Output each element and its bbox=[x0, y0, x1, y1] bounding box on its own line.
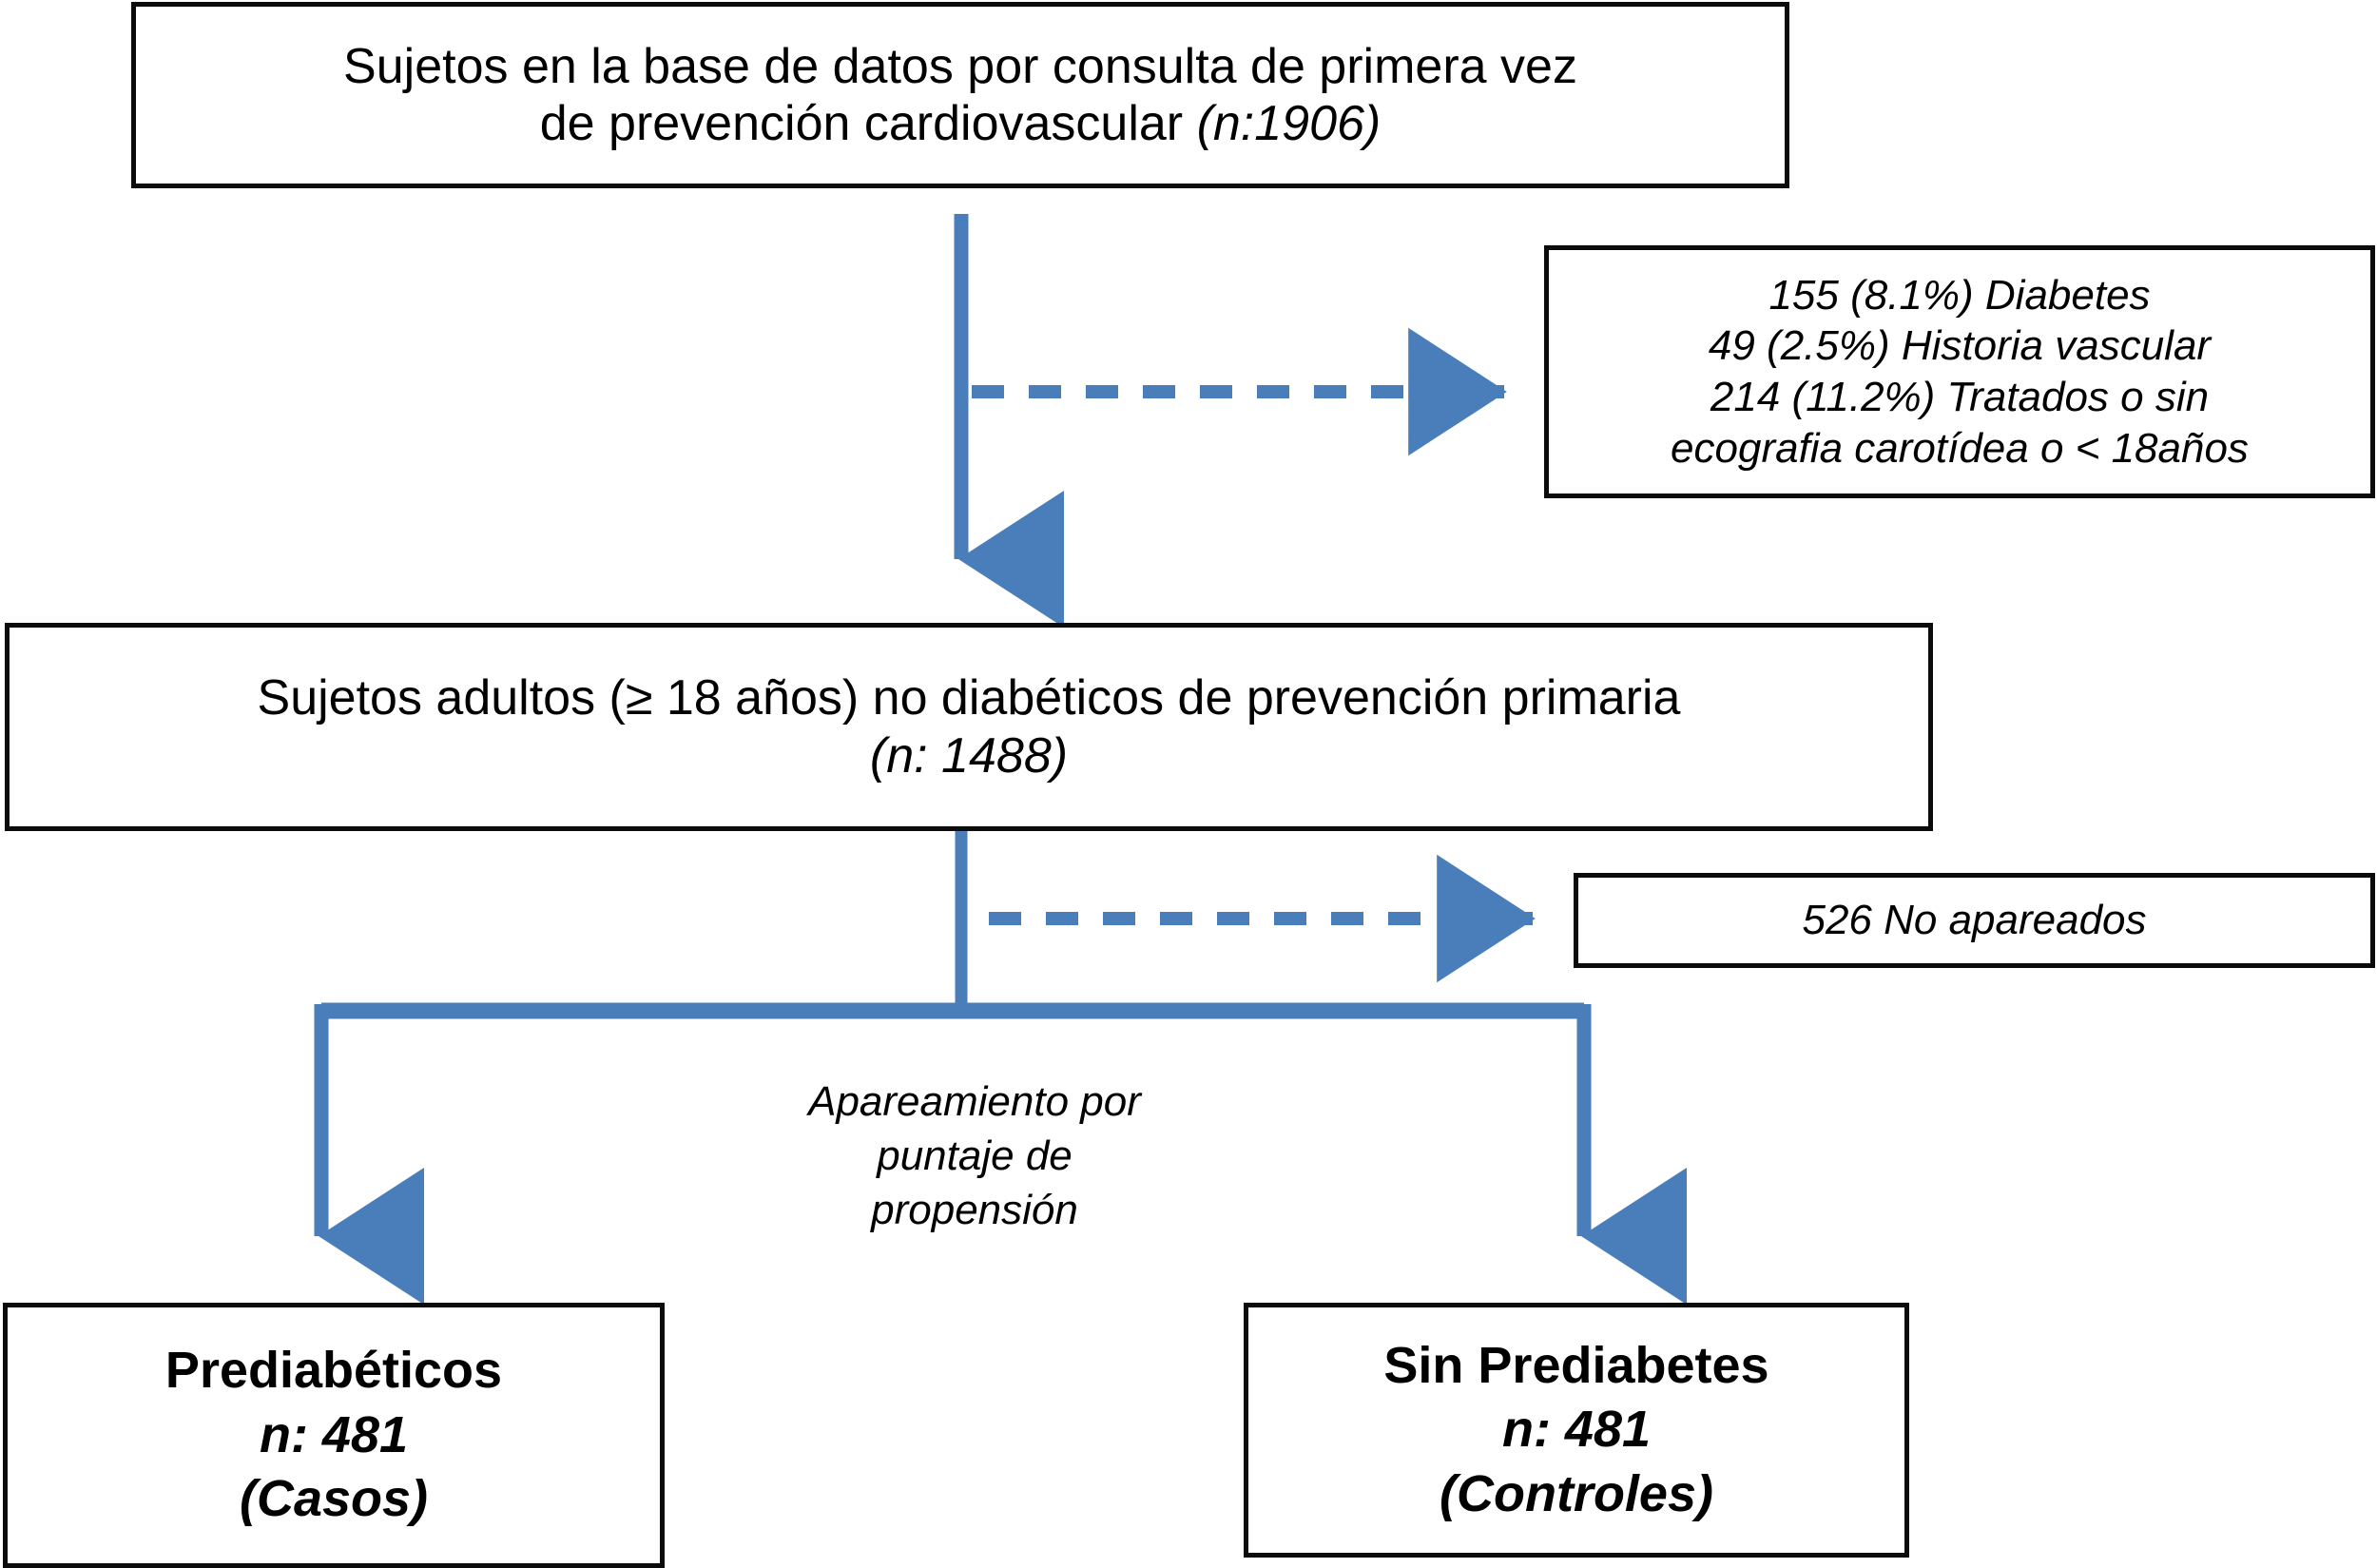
box-source-line-2-text: de prevención cardiovascular bbox=[539, 96, 1197, 151]
box-source-count: (n:1906) bbox=[1196, 96, 1382, 151]
box-adults-count: (n: 1488) bbox=[869, 727, 1069, 784]
unmatched-label: 526 No apareados bbox=[1802, 897, 2147, 944]
cases-group-label: (Casos) bbox=[239, 1470, 429, 1528]
controls-count: n: 481 bbox=[1501, 1401, 1652, 1459]
box-adults-line-1: Sujetos adultos (≥ 18 años) no diabético… bbox=[257, 670, 1681, 726]
box-exclusion-criteria: 155 (8.1%) Diabetes 49 (2.5%) Historia v… bbox=[1544, 245, 2375, 498]
matching-method-note: Apareamiento por puntaje de propensión bbox=[732, 1074, 1217, 1238]
matching-note-line-2: puntaje de bbox=[877, 1132, 1073, 1180]
matching-note-line-1: Apareamiento por bbox=[808, 1078, 1141, 1125]
box-unmatched-subjects: 526 No apareados bbox=[1574, 873, 2375, 968]
controls-title: Sin Prediabetes bbox=[1383, 1336, 1769, 1394]
box-source-line-1: Sujetos en la base de datos por consulta… bbox=[343, 38, 1577, 94]
box-source-population: Sujetos en la base de datos por consulta… bbox=[131, 2, 1789, 188]
controls-group-label: (Controles) bbox=[1440, 1464, 1713, 1522]
exclusion-line-vascular-history: 49 (2.5%) Historia vascular bbox=[1708, 322, 2212, 370]
box-controls-no-prediabetes: Sin Prediabetes n: 481 (Controles) bbox=[1244, 1303, 1909, 1558]
cases-count: n: 481 bbox=[259, 1405, 409, 1463]
exclusion-line-treated-b: ecografia carotídea o < 18años bbox=[1671, 424, 2249, 472]
exclusion-line-treated-a: 214 (11.2%) Tratados o sin bbox=[1710, 374, 2210, 420]
matching-note-line-3: propensión bbox=[871, 1187, 1078, 1234]
box-source-line-2: de prevención cardiovascular (n:1906) bbox=[540, 95, 1382, 152]
cases-title: Prediabéticos bbox=[164, 1342, 503, 1400]
box-adult-nondiabetic-population: Sujetos adultos (≥ 18 años) no diabético… bbox=[5, 623, 1933, 831]
box-cases-prediabetic: Prediabéticos n: 481 (Casos) bbox=[3, 1303, 665, 1568]
exclusion-line-diabetes: 155 (8.1%) Diabetes bbox=[1768, 271, 2151, 319]
